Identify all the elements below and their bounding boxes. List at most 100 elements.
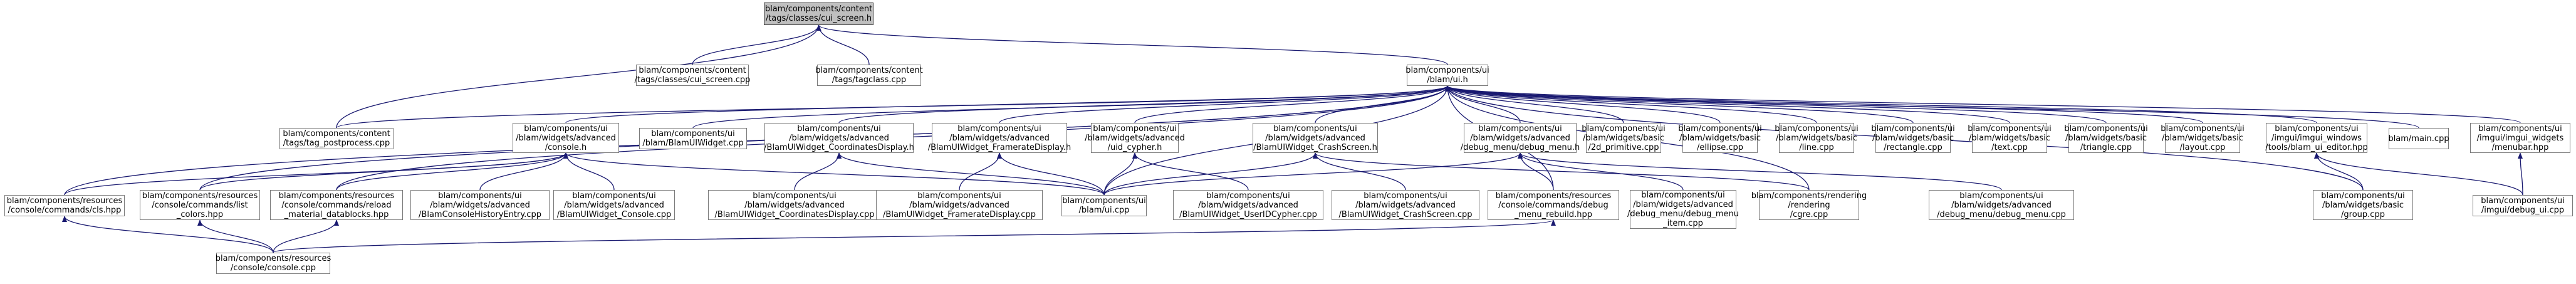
node-label-line: blam/components/resources: [6, 196, 123, 206]
graph-node[interactable]: blam/components/ui/blam/widgets/basic/el…: [1678, 123, 1762, 153]
dependency-edge: [1445, 85, 1914, 124]
graph-node[interactable]: blam/components/ui/blam/widgets/advanced…: [1627, 190, 1739, 229]
node-label-line: /tools/blam_ui_editor.hpp: [2265, 142, 2368, 152]
node-label-line: blam/components/ui: [1206, 191, 1290, 201]
graph-node[interactable]: blam/components/ui/blam/widgets/advanced…: [876, 190, 1043, 220]
node-label-line: blam/components/rendering: [1751, 191, 1867, 201]
dependency-edge: [1313, 152, 1810, 191]
node-label-line: blam/components/ui: [651, 129, 735, 139]
graph-node[interactable]: blam/components/resources/console/comman…: [1488, 190, 1619, 220]
dependency-edge: [1445, 85, 2419, 129]
graph-node[interactable]: blam/components/ui/blam/widgets/advanced…: [1332, 190, 1479, 220]
graph-node[interactable]: blam/components/resources/console/comman…: [270, 190, 403, 220]
node-label-line: /console/commands/reload: [281, 200, 392, 210]
node-label-line: blam/components/ui: [524, 124, 608, 134]
node-label-line: /blam/widgets/advanced: [1470, 133, 1570, 143]
node-label-line: blam/components/ui: [1641, 191, 1725, 200]
dependency-edge: [999, 85, 1450, 124]
dependency-edge: [997, 152, 1105, 196]
node-label-line: /blam/widgets/advanced: [949, 133, 1050, 143]
graph-node[interactable]: blam/components/content/tags/tagclass.cp…: [815, 65, 923, 86]
dependency-edge: [199, 152, 568, 191]
dependency-edge: [273, 219, 1556, 253]
dependency-edge: [816, 24, 870, 65]
graph-node[interactable]: blam/components/ui/blam/widgets/basic/te…: [1968, 123, 2052, 153]
graph-node[interactable]: blam/components/ui/blam/BlamUIWidget.cpp: [639, 128, 747, 149]
graph-node[interactable]: blam/main.cpp: [2388, 128, 2449, 149]
graph-node[interactable]: blam/components/ui/blam/widgets/advanced…: [1461, 123, 1580, 153]
node-label-line: blam/components/ui: [1093, 124, 1177, 134]
node-label-line: /blam/widgets/advanced: [744, 200, 845, 210]
node-label-line: blam/components/content: [764, 4, 873, 14]
node-label-line: /BlamUIWidget_CoordinatesDisplay.cpp: [714, 209, 875, 219]
node-label-line: blam/components/ui: [1062, 196, 1146, 206]
node-label-line: /blam/widgets/basic: [2065, 133, 2147, 143]
graph-node[interactable]: blam/components/ui/blam/widgets/basic/2d…: [1582, 123, 1666, 153]
dependency-edge: [1103, 152, 1318, 196]
graph-node[interactable]: blam/components/ui/blam/widgets/advanced…: [1253, 123, 1378, 153]
node-label-line: /tags/classes/cui_screen.cpp: [634, 75, 751, 85]
node-label-line: /group.cpp: [2341, 209, 2385, 219]
graph-node[interactable]: blam/components/ui/blam/widgets/advanced…: [410, 190, 550, 220]
graph-node[interactable]: blam/components/ui/blam/widgets/advanced…: [928, 123, 1071, 153]
graph-node[interactable]: blam/components/ui/blam/widgets/basic/gr…: [2313, 190, 2413, 220]
node-label-line: /console/commands/list: [152, 200, 248, 210]
graph-node[interactable]: blam/components/content/tags/tag_postpro…: [279, 128, 394, 149]
dependency-edge: [1445, 85, 2107, 124]
node-label-line: /BlamUIWidget_CrashScreen.cpp: [1338, 209, 1473, 219]
dependency-edge: [1132, 152, 1249, 191]
graph-node[interactable]: blam/components/ui/blam/widgets/advanced…: [1173, 190, 1323, 220]
node-label-line: blam/components/content: [283, 129, 390, 139]
node-label-line: blam/components/ui: [2275, 124, 2359, 134]
node-label-line: /console/commands/debug: [1498, 200, 1609, 210]
graph-node[interactable]: blam/components/content/tags/classes/cui…: [634, 65, 751, 86]
node-label-line: blam/components/ui: [753, 191, 837, 201]
graph-node[interactable]: blam/components/ui/imgui/imgui_widgets/m…: [2470, 123, 2570, 153]
node-label-line: /tags/classes/cui_screen.h: [765, 14, 872, 23]
node-label-line: _menu_rebuild.hpp: [1514, 209, 1593, 219]
node-label-line: blam/components/ui: [2064, 124, 2148, 134]
dependency-edge: [1518, 152, 1684, 191]
dependency-edge: [1445, 85, 1624, 124]
graph-node[interactable]: blam/components/ui/blam/widgets/basic/re…: [1871, 123, 1955, 153]
graph-node[interactable]: blam/components/ui/blam/widgets/advanced…: [1085, 123, 1185, 153]
node-label-line: blam/components/ui: [2161, 124, 2245, 134]
dependency-edge: [336, 24, 821, 129]
dependency-edge: [563, 152, 1105, 196]
graph-node[interactable]: blam/components/ui/imgui/debug_ui.cpp: [2473, 195, 2573, 216]
graph-node[interactable]: blam/components/ui/imgui/imgui_windows/t…: [2265, 123, 2368, 153]
graph-node[interactable]: blam/components/ui/blam/widgets/advanced…: [553, 190, 675, 220]
node-label-line: blam/components/resources: [1495, 191, 1612, 201]
graph-node[interactable]: blam/components/ui/blam/ui.h: [1405, 65, 1489, 86]
graph-node: blam/components/content/tags/classes/cui…: [764, 3, 873, 25]
graph-node[interactable]: blam/components/ui/blam/widgets/basic/tr…: [2064, 123, 2148, 153]
node-label-line: /cgre.cpp: [1790, 209, 1828, 219]
node-label-line: blam/components/ui: [1959, 191, 2043, 201]
dependency-edge: [565, 85, 1450, 124]
node-label-line: /imgui/imgui_windows: [2271, 133, 2362, 143]
dependency-edge: [479, 152, 568, 191]
dependency-edge: [273, 219, 339, 253]
graph-node[interactable]: blam/components/ui/blam/widgets/advanced…: [1929, 190, 2074, 220]
graph-node[interactable]: blam/components/rendering/rendering/cgre…: [1751, 190, 1867, 220]
graph-node[interactable]: blam/components/ui/blam/widgets/basic/li…: [1775, 123, 1859, 153]
dependency-edge: [794, 152, 842, 191]
graph-node[interactable]: blam/components/resources/console/consol…: [215, 253, 331, 274]
graph-node[interactable]: blam/components/resources/console/comman…: [4, 195, 125, 216]
dependency-edge: [959, 152, 1002, 191]
graph-node[interactable]: blam/components/ui/blam/widgets/advanced…: [513, 123, 619, 153]
graph-node[interactable]: blam/components/ui/blam/widgets/basic/la…: [2161, 123, 2245, 153]
graph-node[interactable]: blam/components/resources/console/comman…: [140, 190, 260, 220]
node-label-line: /blam/widgets/basic: [2162, 133, 2243, 143]
graph-node[interactable]: blam/components/ui/blam/widgets/advanced…: [708, 190, 881, 220]
graph-node[interactable]: blam/components/ui/blam/widgets/advanced…: [764, 123, 914, 153]
node-label-line: blam/components/resources: [215, 254, 331, 263]
dependency-edge: [1445, 85, 2521, 124]
graph-node[interactable]: blam/components/ui/blam/ui.cpp: [1061, 195, 1147, 216]
node-label-line: /BlamConsoleHistoryEntry.cpp: [419, 209, 541, 219]
node-label-line: blam/components/ui: [797, 124, 881, 134]
node-label-line: /BlamUIWidget_CrashScreen.h: [1253, 142, 1377, 152]
node-label-line: /console.h: [545, 142, 587, 152]
dependency-edge: [2518, 152, 2523, 196]
node-label-line: blam/components/ui: [1678, 124, 1762, 134]
